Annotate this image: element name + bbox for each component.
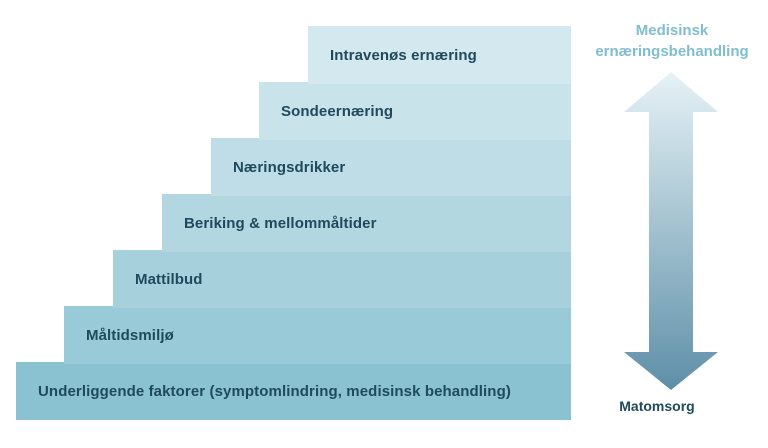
step-label: Måltidsmiljø <box>86 326 174 344</box>
step-label: Sondeernæring <box>281 102 394 120</box>
step-meal-environment: Måltidsmiljø <box>64 306 571 364</box>
step-label: Underliggende faktorer (symptomlindring,… <box>38 382 511 400</box>
step-tube-feeding: Sondeernæring <box>259 82 571 140</box>
step-enrichment-snacks: Beriking & mellommåltider <box>162 194 571 252</box>
step-label: Intravenøs ernæring <box>330 46 477 64</box>
step-intravenous-nutrition: Intravenøs ernæring <box>308 26 571 84</box>
step-food-offering: Mattilbud <box>113 250 571 308</box>
double-headed-arrow-icon <box>624 72 718 390</box>
step-label: Næringsdrikker <box>233 158 346 176</box>
arrow-shape <box>624 72 718 390</box>
scale-top-label: Medisinsk ernæringsbehandling <box>582 20 762 62</box>
scale-top-label-line1: Medisinsk <box>635 22 709 39</box>
scale-bottom-label: Matomsorg <box>619 398 695 414</box>
step-label: Beriking & mellommåltider <box>184 214 377 232</box>
scale-top-label-line2: ernæringsbehandling <box>595 43 749 60</box>
step-label: Mattilbud <box>135 270 203 288</box>
step-underlying-factors: Underliggende faktorer (symptomlindring,… <box>16 362 571 420</box>
step-nutrition-drinks: Næringsdrikker <box>211 138 571 196</box>
